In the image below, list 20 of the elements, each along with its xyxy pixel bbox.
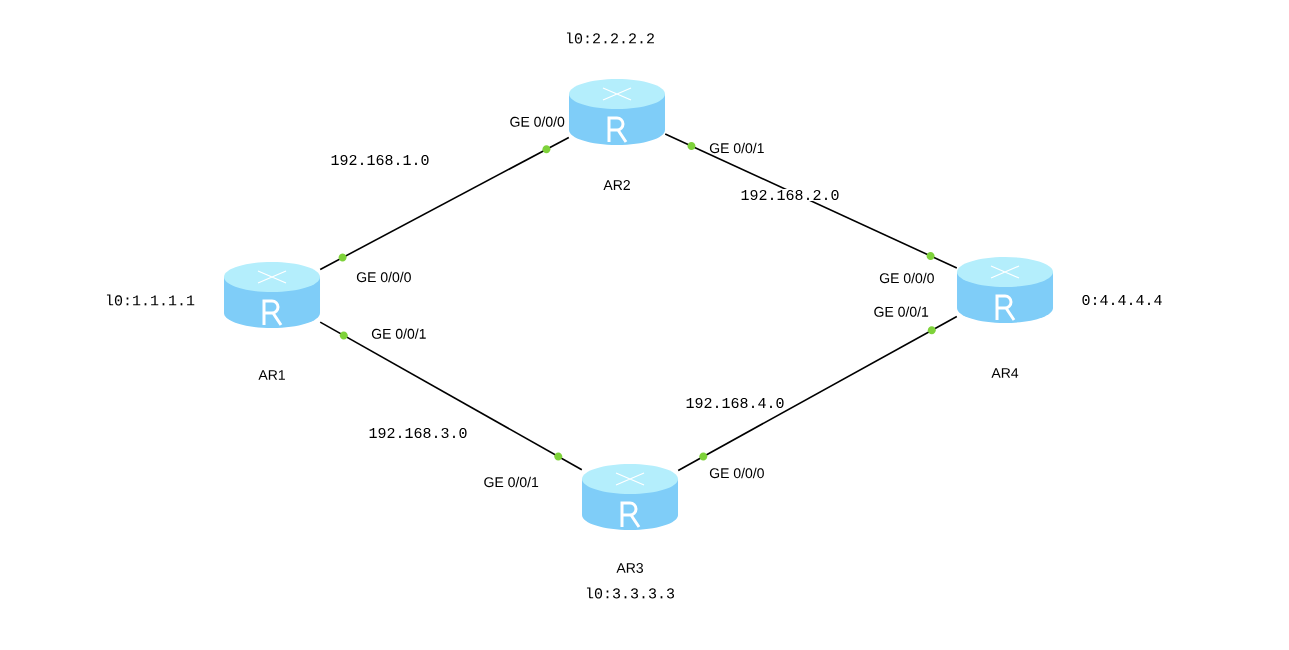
loopback-label: l0:1.1.1.1 (106, 294, 195, 306)
interface-label: GE 0/0/0 (879, 272, 934, 284)
interface-label: GE 0/0/1 (371, 328, 426, 339)
link-line (664, 133, 958, 269)
router-name: AR3 (616, 563, 643, 573)
interface-label: GE 0/0/1 (484, 476, 539, 488)
interface-label: GE 0/0/1 (874, 306, 929, 317)
loopback-label: l0:2.2.2.2 (566, 32, 654, 44)
interface-label: GE 0/0/0 (356, 271, 411, 283)
link-line (677, 315, 958, 472)
router-name: AR4 (991, 368, 1019, 378)
interface-label: GE 0/0/0 (709, 467, 764, 479)
loopback-label: l0:3.3.3.3 (586, 587, 675, 599)
link-line (319, 136, 570, 271)
loopback-label: 0:4.4.4.4 (1082, 294, 1162, 306)
interface-label: GE 0/0/0 (510, 116, 565, 127)
interface-label: GE 0/0/1 (709, 142, 764, 154)
router-name: AR1 (258, 370, 285, 380)
router-name: AR2 (603, 180, 630, 190)
link-line (319, 321, 583, 471)
